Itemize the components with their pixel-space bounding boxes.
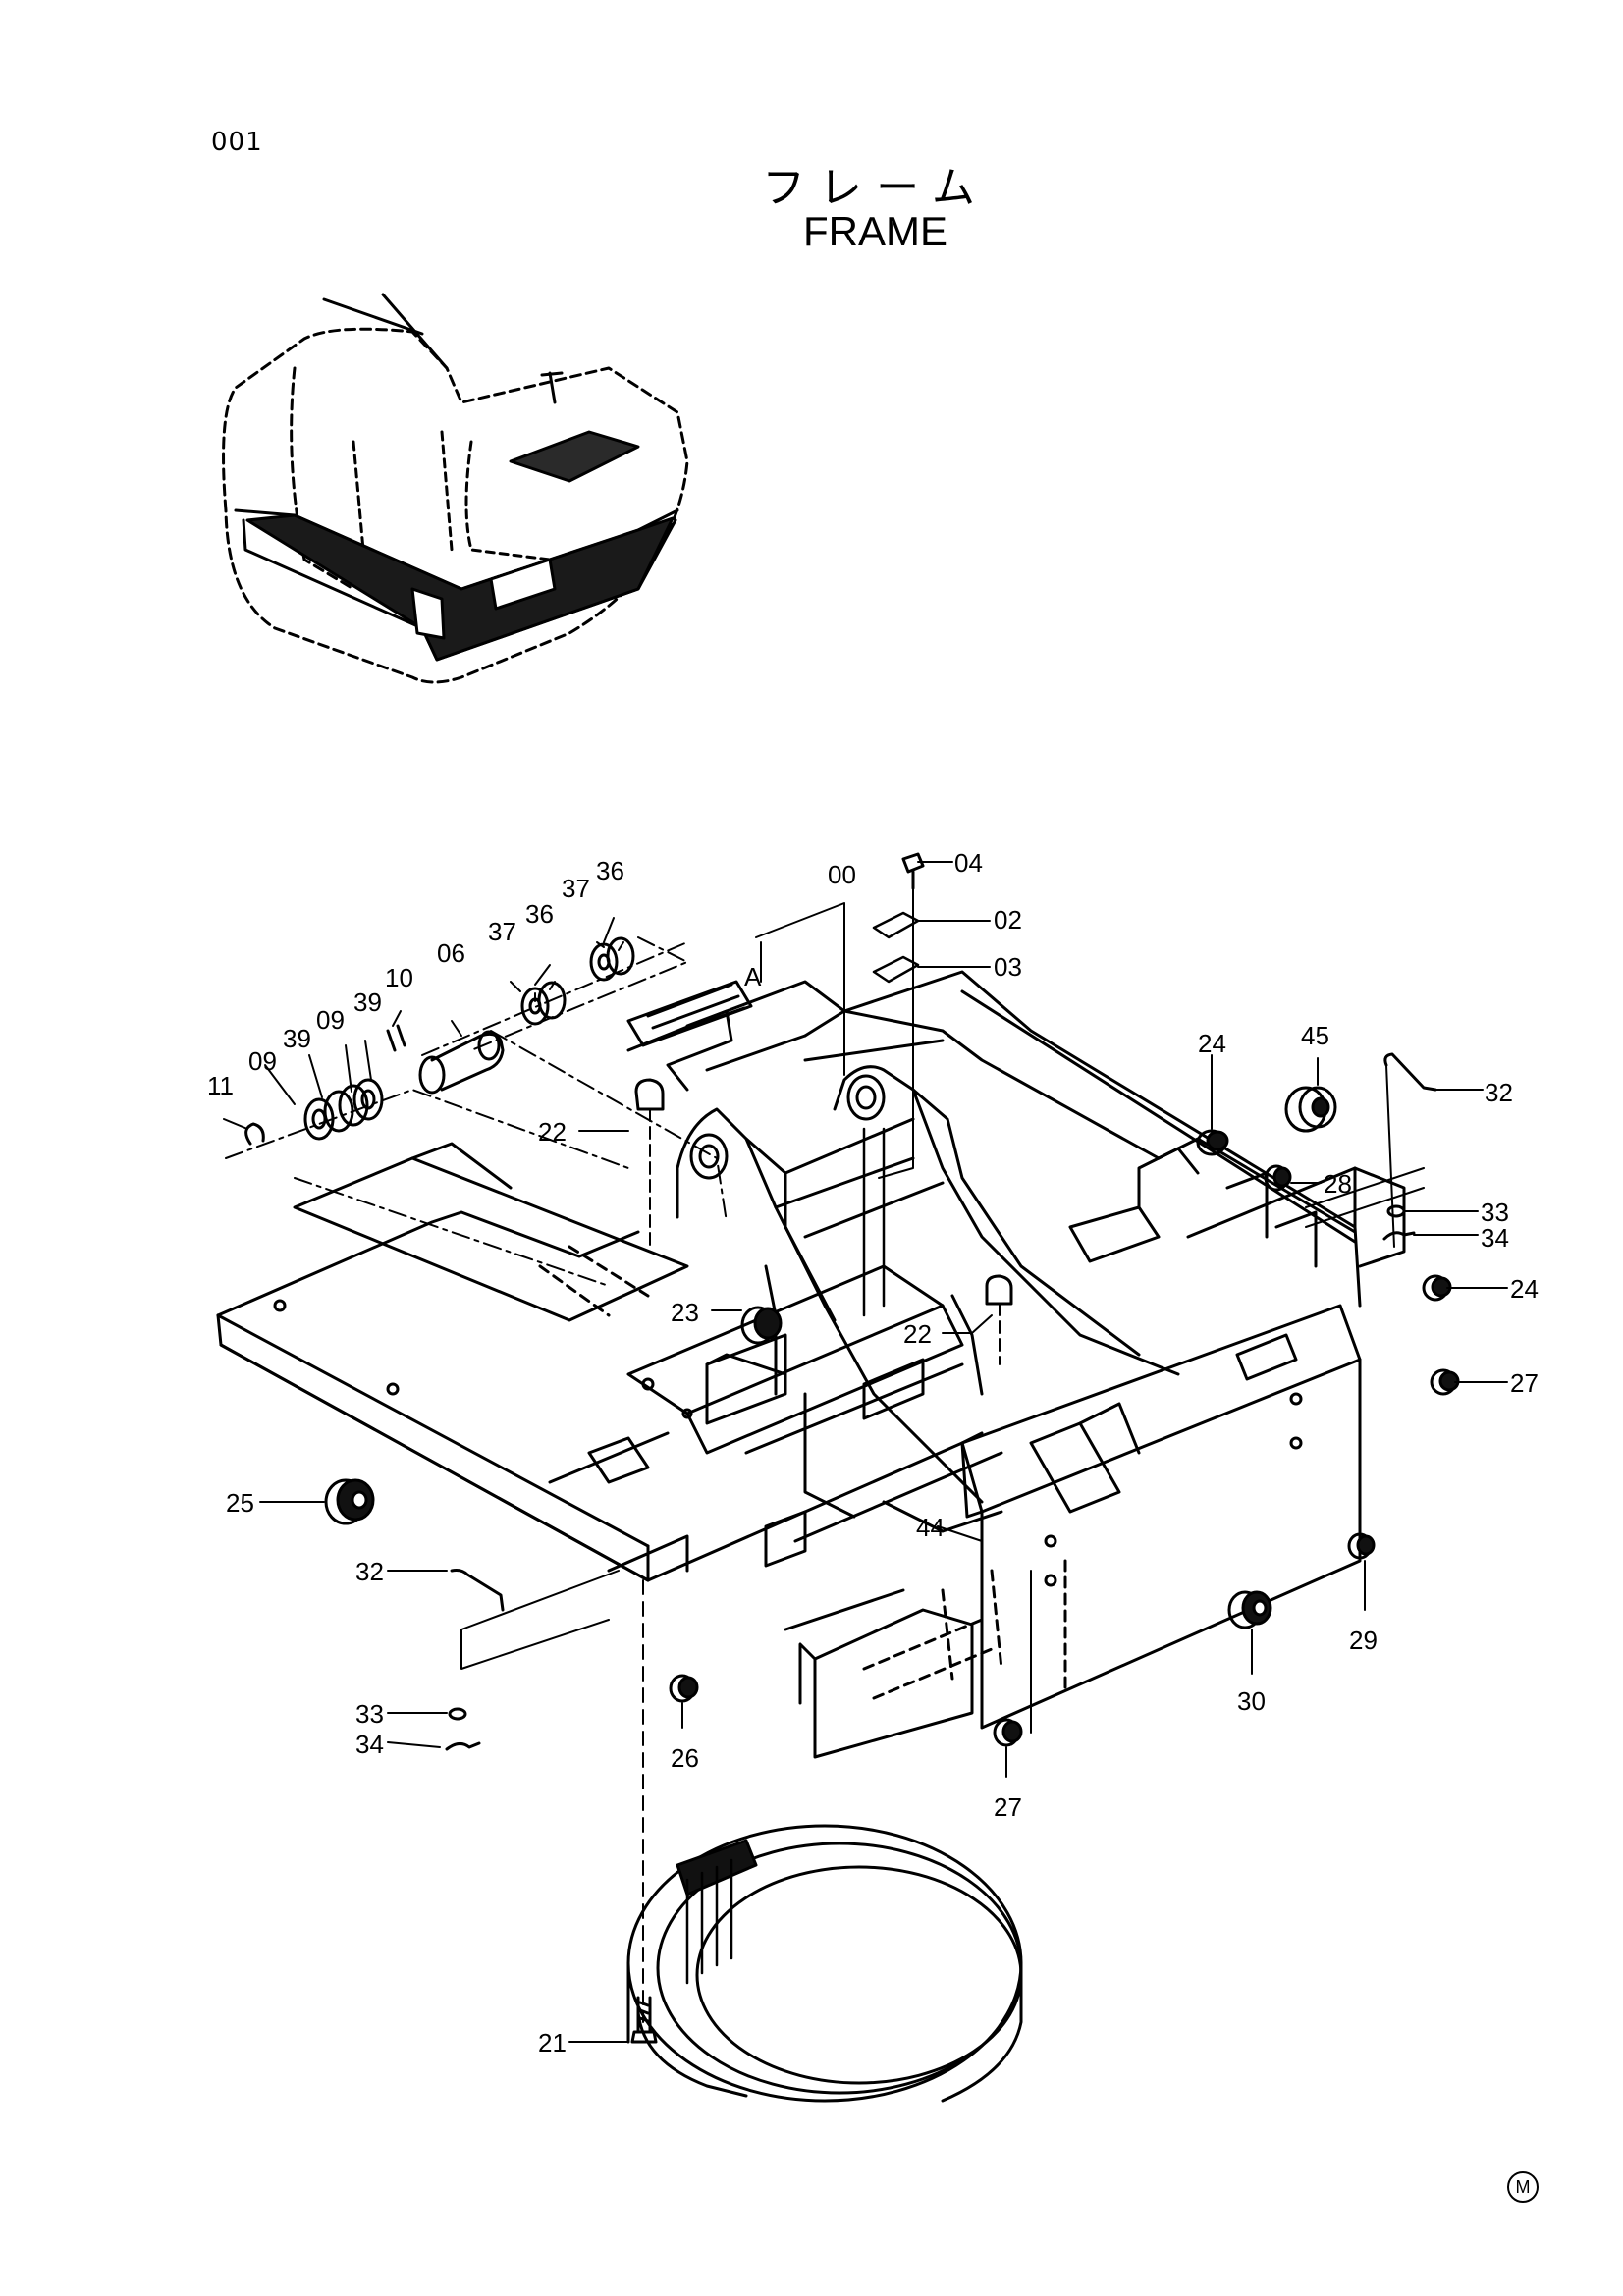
main-frame — [216, 970, 1406, 1759]
callout-34b: 34 — [355, 1730, 384, 1759]
callout-32b: 32 — [355, 1557, 384, 1586]
callout-06: 06 — [437, 938, 465, 968]
title-japanese: フレーム — [762, 163, 989, 213]
pin-assembly — [225, 852, 1013, 1365]
callout-22b: 22 — [903, 1319, 932, 1349]
leader-lines — [223, 861, 1508, 2043]
overview-illustration — [222, 293, 689, 684]
callout-39b: 39 — [283, 1024, 311, 1053]
callout-00: 00 — [828, 860, 856, 889]
title-english: FRAME — [803, 208, 947, 254]
callout-04: 04 — [954, 848, 983, 878]
callout-33b: 33 — [355, 1699, 384, 1729]
callout-44: 44 — [916, 1513, 945, 1542]
callout-37a: 37 — [562, 874, 590, 903]
callout-45: 45 — [1301, 1021, 1329, 1050]
callout-24b: 24 — [1510, 1274, 1539, 1304]
callout-26: 26 — [671, 1743, 699, 1773]
callout-09a: 09 — [316, 1005, 345, 1035]
callout-A: A — [744, 962, 762, 991]
callout-11: 11 — [207, 1071, 234, 1100]
callout-24a: 24 — [1198, 1029, 1226, 1058]
page-code: 001 — [211, 128, 263, 157]
callout-27b: 27 — [994, 1792, 1022, 1822]
callout-32a: 32 — [1485, 1078, 1513, 1107]
manufacturer-mark: M — [1507, 2171, 1539, 2203]
callout-36a: 36 — [596, 856, 624, 885]
callout-37b: 37 — [488, 917, 516, 946]
callout-21: 21 — [538, 2028, 567, 2057]
callout-33a: 33 — [1481, 1198, 1509, 1227]
bolt-21 — [630, 1996, 658, 2044]
callout-36b: 36 — [525, 899, 554, 929]
grommets — [324, 1086, 1460, 1747]
callout-03: 03 — [994, 952, 1022, 982]
callout-39a: 39 — [353, 988, 382, 1017]
callout-labels: 00 04 02 03 A 36 37 36 37 06 10 39 09 39… — [207, 848, 1539, 2057]
callout-28: 28 — [1324, 1169, 1352, 1199]
swing-bearing — [626, 1570, 1032, 2103]
callout-30: 30 — [1237, 1686, 1266, 1716]
callout-23: 23 — [671, 1298, 699, 1327]
callout-22a: 22 — [538, 1117, 567, 1147]
lock-pins — [445, 1052, 1437, 1751]
callout-09b: 09 — [248, 1046, 277, 1076]
callout-27a: 27 — [1510, 1368, 1539, 1398]
callout-02: 02 — [994, 905, 1022, 934]
callout-34a: 34 — [1481, 1223, 1509, 1253]
callout-29: 29 — [1349, 1626, 1378, 1655]
callout-10: 10 — [385, 963, 413, 992]
callout-25: 25 — [226, 1488, 254, 1518]
